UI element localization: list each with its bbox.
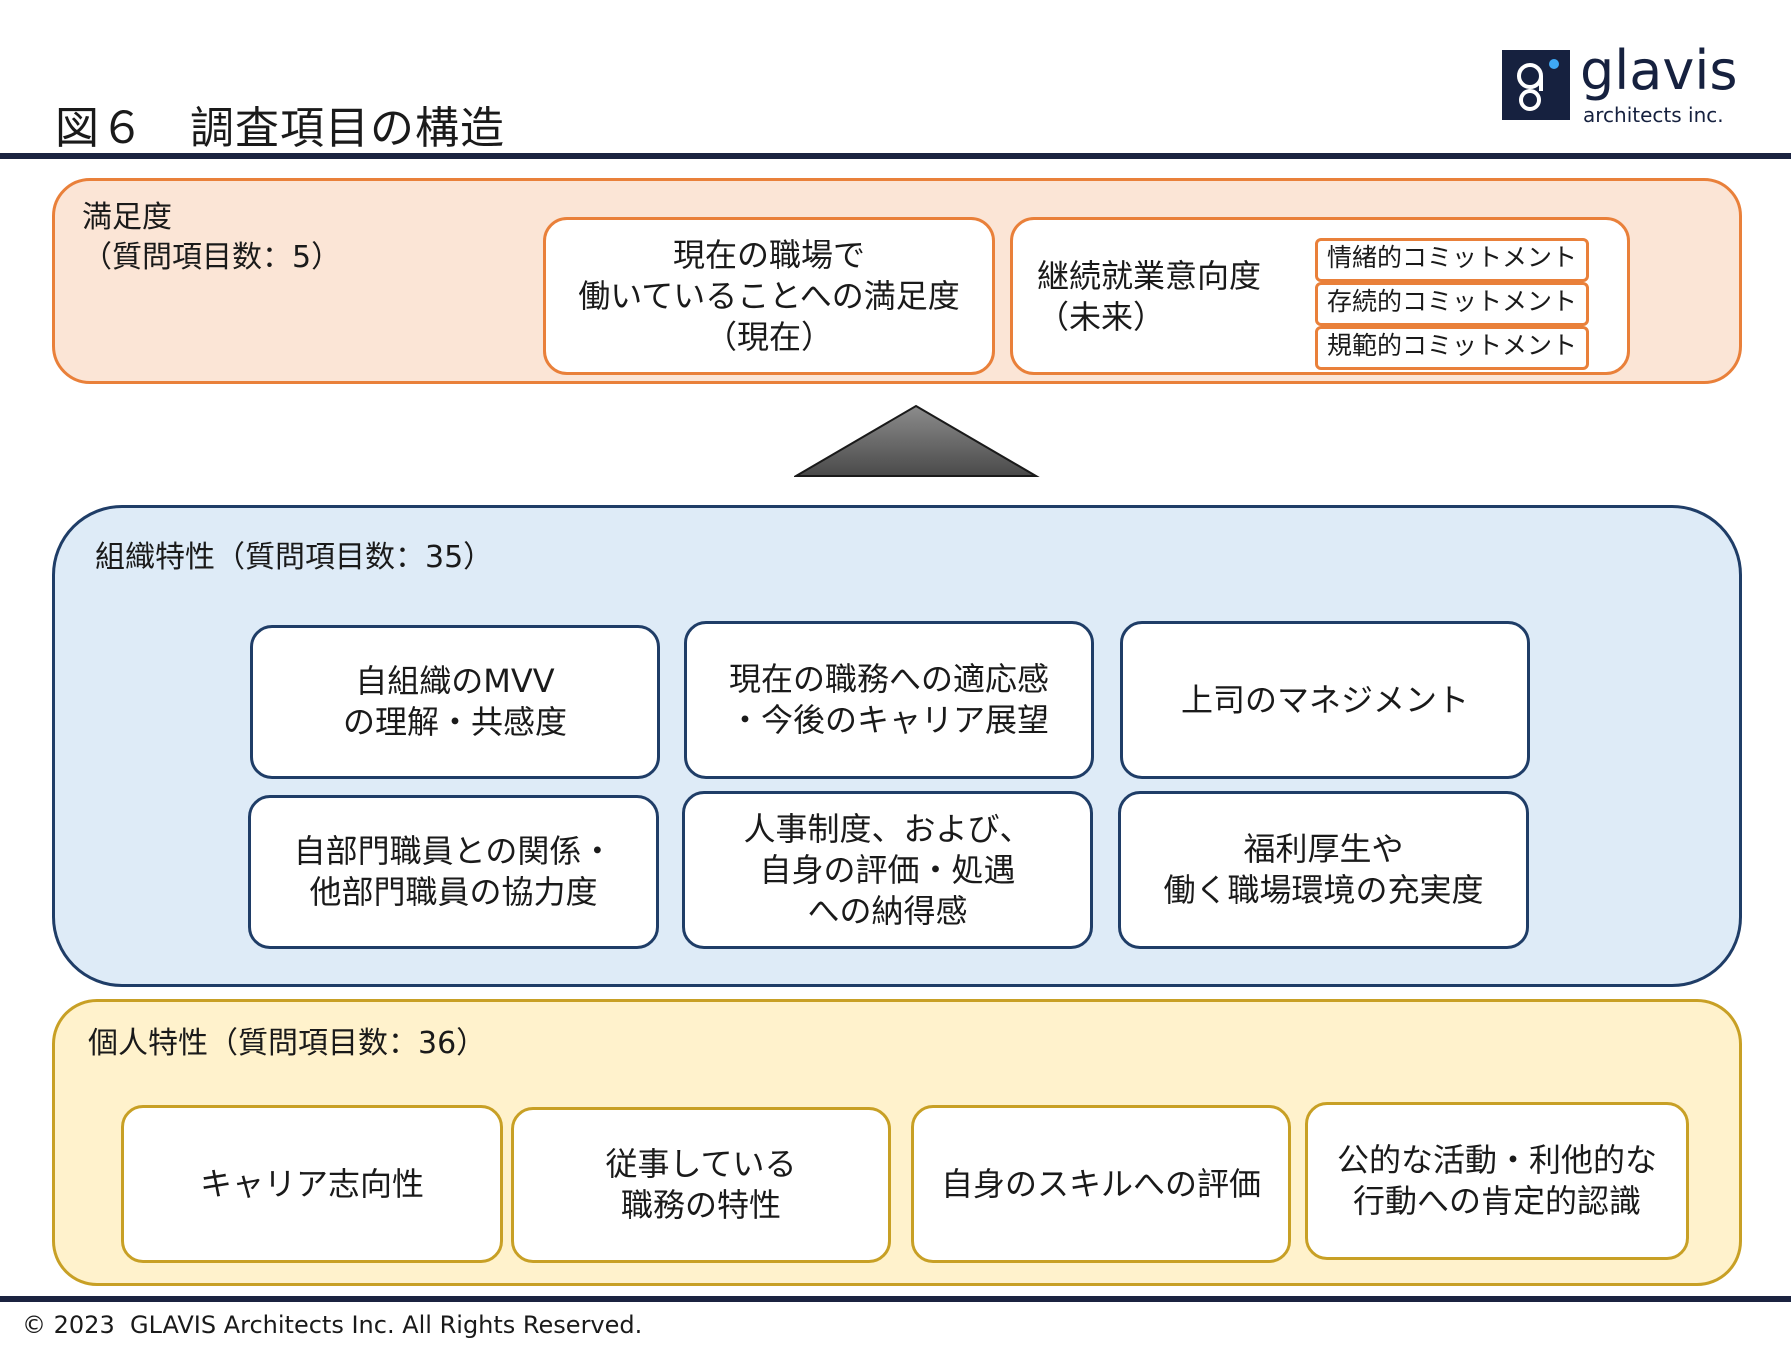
header-divider bbox=[0, 153, 1791, 159]
page-title: 図６ 調査項目の構造 bbox=[55, 103, 505, 154]
ind-item: 公的な活動・利他的な 行動への肯定的認識 bbox=[1305, 1102, 1689, 1260]
continuation-intention-box: 継続就業意向度 （未来） 情緒的コミットメント 存続的コミットメント 規範的コミ… bbox=[1010, 217, 1630, 375]
footer-divider bbox=[0, 1296, 1791, 1302]
org-item: 上司のマネジメント bbox=[1120, 621, 1530, 779]
ind-item: 自身のスキルへの評価 bbox=[911, 1105, 1291, 1263]
logo-subtitle: architects inc. bbox=[1583, 103, 1724, 127]
org-item: 自組織のMVV の理解・共感度 bbox=[250, 625, 660, 779]
satisfaction-panel: 満足度 （質問項目数：5） 現在の職場で 働いていることへの満足度 （現在） 継… bbox=[52, 178, 1742, 384]
commitment-item: 存続的コミットメント bbox=[1315, 282, 1589, 326]
org-item: 自部門職員との関係・ 他部門職員の協力度 bbox=[248, 795, 659, 949]
organization-title: 組織特性（質問項目数：35） bbox=[95, 540, 494, 575]
individual-title: 個人特性（質問項目数：36） bbox=[88, 1026, 487, 1061]
copyright-text: © 2023 GLAVIS Architects Inc. All Rights… bbox=[22, 1311, 643, 1339]
current-satisfaction-box: 現在の職場で 働いていることへの満足度 （現在） bbox=[543, 217, 995, 375]
organization-panel: 組織特性（質問項目数：35） 自組織のMVV の理解・共感度 現在の職務への適応… bbox=[52, 505, 1742, 987]
individual-panel: 個人特性（質問項目数：36） キャリア志向性 従事している 職務の特性 自身のス… bbox=[52, 999, 1742, 1286]
logo-mark-icon bbox=[1502, 50, 1570, 120]
org-item: 福利厚生や 働く職場環境の充実度 bbox=[1118, 791, 1529, 949]
ind-item: 従事している 職務の特性 bbox=[511, 1107, 891, 1263]
commitment-item: 情緒的コミットメント bbox=[1315, 238, 1589, 282]
org-item: 現在の職務への適応感 ・今後のキャリア展望 bbox=[684, 621, 1094, 779]
satisfaction-title: 満足度 （質問項目数：5） bbox=[82, 200, 342, 275]
continuation-intention-label: 継続就業意向度 （未来） bbox=[1037, 257, 1262, 336]
ind-item: キャリア志向性 bbox=[121, 1105, 503, 1263]
upward-triangle-icon bbox=[794, 404, 1040, 477]
commitment-item: 規範的コミットメント bbox=[1315, 326, 1589, 370]
org-item: 人事制度、および、 自身の評価・処遇 への納得感 bbox=[682, 791, 1093, 949]
logo-name: glavis bbox=[1580, 39, 1738, 102]
